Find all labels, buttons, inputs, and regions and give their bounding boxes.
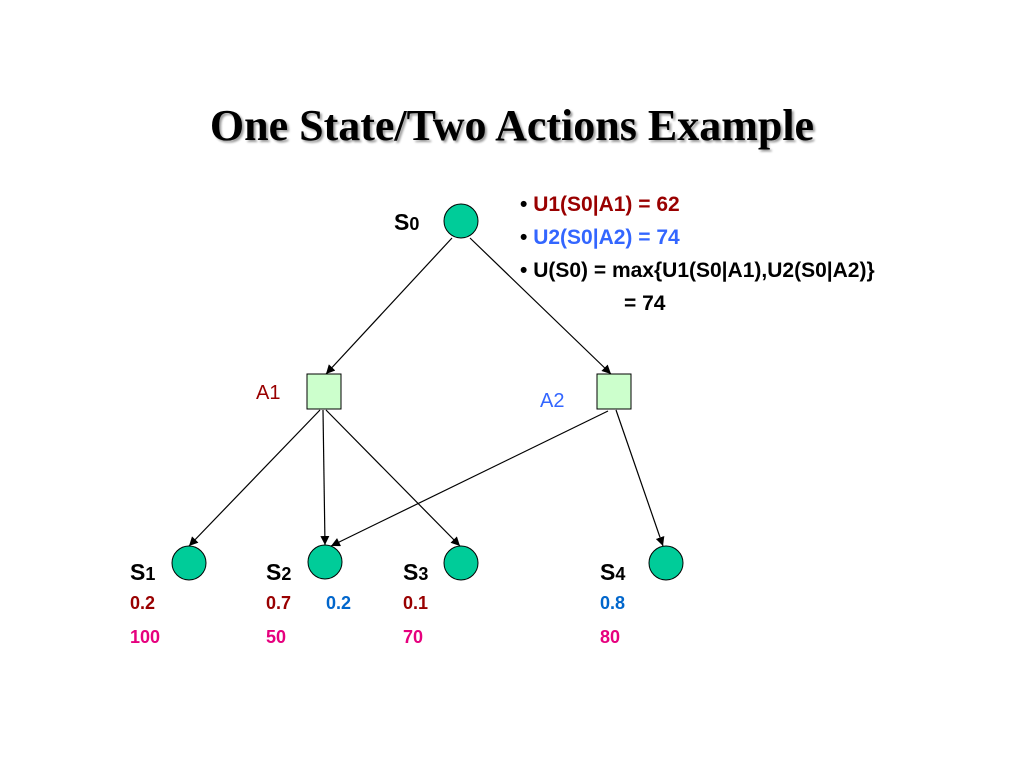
utility-bullet-list: • U1(S0|A1) = 62 • U2(S0|A2) = 74 • U(S0… xyxy=(520,188,875,320)
state-label-s3: S3 xyxy=(403,559,428,585)
edge-a2-s2 xyxy=(330,410,609,547)
state-node-s4 xyxy=(648,545,684,581)
utility-s2: 50 xyxy=(266,627,286,647)
state-label-s2: S2 xyxy=(266,559,291,585)
action-label-a1: A1 xyxy=(256,382,280,404)
edge-a1-s1 xyxy=(188,409,321,547)
prob-a1-s1: 0.2 xyxy=(130,593,155,613)
prob-a1-s2: 0.7 xyxy=(266,593,291,613)
edge-s0-a1 xyxy=(325,237,453,375)
prob-a1-s3: 0.1 xyxy=(403,593,428,613)
state-label-s1: S1 xyxy=(130,559,155,585)
edge-a2-s4 xyxy=(615,409,665,547)
action-node-a2 xyxy=(596,373,632,410)
state-node-s3 xyxy=(443,545,479,581)
state-node-s0 xyxy=(443,203,479,239)
bullet-u1: • U1(S0|A1) = 62 xyxy=(520,188,875,221)
bullet-u2-text: U2(S0|A2) = 74 xyxy=(533,226,680,249)
bullet-u-max-text: U(S0) = max{U1(S0|A1),U2(S0|A2)} xyxy=(533,259,875,282)
bullet-marker: • xyxy=(520,193,534,216)
slide-title: One State/Two Actions Example xyxy=(209,101,815,150)
edge-a1-s2 xyxy=(320,409,330,546)
utility-s1: 100 xyxy=(130,627,160,647)
edge-s0-a2 xyxy=(469,237,612,375)
state-node-s1 xyxy=(171,545,207,581)
bullet-u2: • U2(S0|A2) = 74 xyxy=(520,221,875,254)
action-label-a2: A2 xyxy=(540,390,564,412)
bullet-marker: • xyxy=(520,226,534,249)
edge-a1-s3 xyxy=(325,409,461,547)
utility-s4: 80 xyxy=(600,627,620,647)
state-label-s0: S0 xyxy=(394,209,419,235)
prob-a2-s2: 0.2 xyxy=(326,593,351,613)
bullet-u-result: = 74 xyxy=(520,287,875,320)
bullet-u-result-text: = 74 xyxy=(624,292,666,315)
action-node-a1 xyxy=(306,373,342,410)
prob-a2-s4: 0.8 xyxy=(600,593,625,613)
bullet-u1-text: U1(S0|A1) = 62 xyxy=(533,193,680,216)
state-label-s4: S4 xyxy=(600,559,625,585)
utility-s3: 70 xyxy=(403,627,423,647)
bullet-u-max: • U(S0) = max{U1(S0|A1),U2(S0|A2)} xyxy=(520,254,875,287)
state-node-s2 xyxy=(307,544,343,580)
bullet-marker: • xyxy=(520,259,534,282)
